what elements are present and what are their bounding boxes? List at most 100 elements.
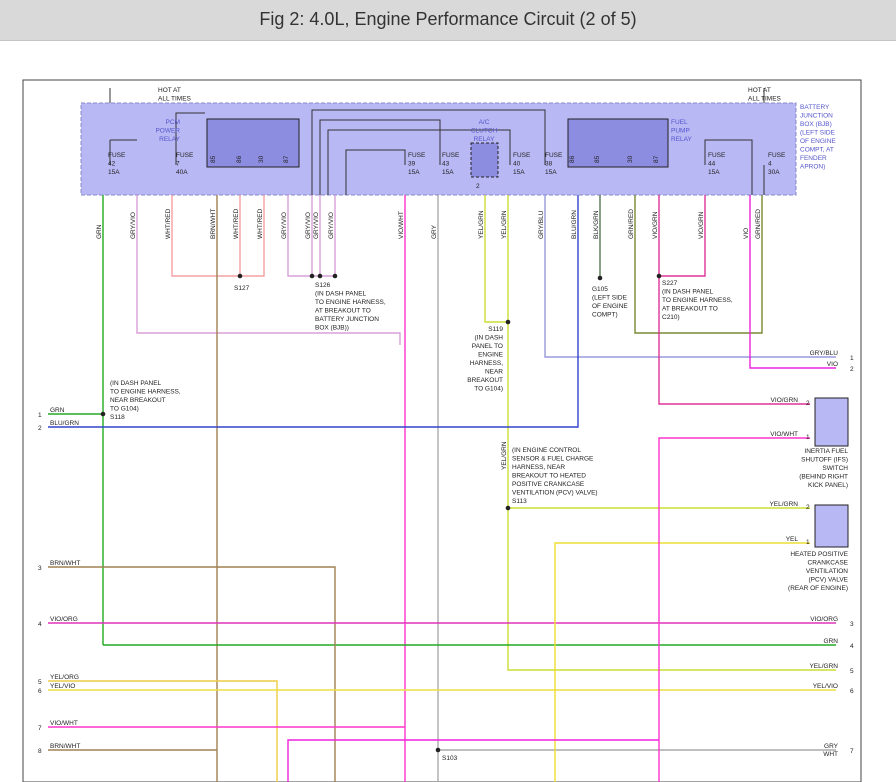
fuse-label: 43 [442,161,450,168]
splice-dot [332,273,338,279]
right-conn-label: YEL/GRN [809,663,838,670]
left-conn-label: VIO/WHT [50,720,78,727]
hot-right-label: HOT AT [748,87,771,94]
lead-wht-red-3 [240,195,265,277]
wire-color-label: GRY/VIO [328,212,335,239]
ifs-label: (BEHIND RIGHT [799,474,848,481]
fuse-label: FUSE [768,152,786,159]
left-conn-label: YEL/VIO [50,683,75,690]
pcv-label: VENTILATION [806,568,848,575]
wire-color-label: GRY/VIO [281,212,288,239]
wire-color-label: WHT/RED [165,208,172,239]
right-conn-num: 3 [850,621,854,628]
wire-color-label: VIO [743,228,750,239]
lead-vio-grn-2 [659,195,706,277]
left-conn-label: BLU/GRN [50,420,79,427]
s227-label: C210) [662,314,680,321]
bjb-label: JUNCTION [800,113,833,120]
s118-label: TO G104) [110,406,139,413]
splice-dot [317,273,323,279]
wire-color-label: GRY/VIO [305,212,312,239]
lead-blu-grn [48,195,579,428]
s113-label: HARNESS, NEAR [512,464,565,471]
s118-label: (IN DASH PANEL [110,380,162,387]
fuse-label: 40A [176,169,188,176]
fuse-label: 39 [408,161,416,168]
s126-label: TO ENGINE HARNESS, [315,299,386,306]
fuse-label: 38 [545,161,553,168]
fuse-label: 30A [768,169,780,176]
s119-label: S119 [488,326,503,333]
wire-color-label: GRY/BLU [538,210,545,239]
wire-color-label: BLU/GRN [571,210,578,239]
lead-gry-blu [544,195,836,358]
pcv-pin-num: 2 [806,504,810,511]
wire-brn-wht-3 [48,566,336,782]
battery-junction-box [80,102,797,196]
wire-vio-bottom [287,739,659,782]
pcv-pin-label: YEL/GRN [769,501,798,508]
s119-label: PANEL TO [472,343,503,350]
ac-clutch-relay [470,142,499,178]
g105-label: OF ENGINE [592,303,628,310]
right-conn-num: 4 [850,643,854,650]
pcm-pin: 85 [210,155,217,163]
pcv-pin-num: 1 [806,539,810,546]
wire-color-label: VIO/GRN [652,211,659,239]
wire-yel-org-5 [48,680,278,782]
left-conn-num: 7 [38,725,42,732]
bjb-label: OF ENGINE [800,138,836,145]
bjb-label: COMPT, AT [800,147,834,154]
bjb-internal-4 [345,149,406,195]
diagram-frame [22,79,862,782]
left-conn-label: BRN/WHT [50,560,80,567]
s119-label: ENGINE [478,352,504,359]
wire-vio-wht-ifs [658,437,810,782]
wire-color-label: GRY/VIO [313,212,320,239]
ifs-pin-label: VIO/GRN [771,397,799,404]
pcv-label: (PCV) VALVE [809,577,849,584]
s227-label: AT BREAKOUT TO [662,306,718,313]
pcv-valve-heater [814,504,849,548]
fuse-label: 4 [768,161,772,168]
s119-label: (IN DASH [474,335,503,342]
ifs-label: SWITCH [822,465,848,472]
s227-label: S227 [662,280,678,287]
splice-dot [656,273,662,279]
bjb-label: BOX (BJB) [800,121,832,128]
bjb-internal-2 [319,119,441,195]
s119-label: BREAKOUT [467,377,503,384]
fuel-pump-relay [567,118,669,168]
right-conn-num: 1 [850,355,854,362]
fuse-label: 15A [513,169,525,176]
pcm-feed-2 [175,112,205,140]
fuse-label: 44 [708,161,716,168]
right-conn-label: VIO/ORG [810,616,838,623]
ac-relay-label: RELAY [474,136,495,143]
fuel-relay-label: FUEL [671,119,688,126]
wire-color-label: GRN/RED [628,209,635,239]
pcm-pin: 30 [258,155,265,163]
right-conn-label: GRY/BLU [810,350,839,357]
right-conn-num: 2 [850,366,854,373]
pcm-relay-label: PCM [166,119,180,126]
left-conn-label: GRN [50,407,65,414]
right-conn-label: WHT [823,751,838,758]
wire-color-label: GRN/RED [755,209,762,239]
pcm-power-relay [206,118,300,168]
hot-left-label: HOT AT [158,87,181,94]
splice-dot [505,505,511,511]
left-conn-num: 8 [38,748,42,755]
s119-label: NEAR [485,369,503,376]
left-conn-label: YEL/ORG [50,674,79,681]
s126-label: BATTERY JUNCTION [315,316,379,323]
left-conn-num: 1 [38,412,42,419]
lead-wht-red-1 [171,195,240,277]
lead-yel-grn-2 [507,195,836,671]
s113-label: (IN ENGINE CONTROL [512,447,581,454]
bjb-internal-5 [704,139,753,195]
hot-right-label: ALL TIMES [748,96,782,103]
lead-grn-red-1 [634,195,763,334]
page-title: Fig 2: 4.0L, Engine Performance Circuit … [259,9,637,29]
fuse-label: FUSE [176,152,194,159]
